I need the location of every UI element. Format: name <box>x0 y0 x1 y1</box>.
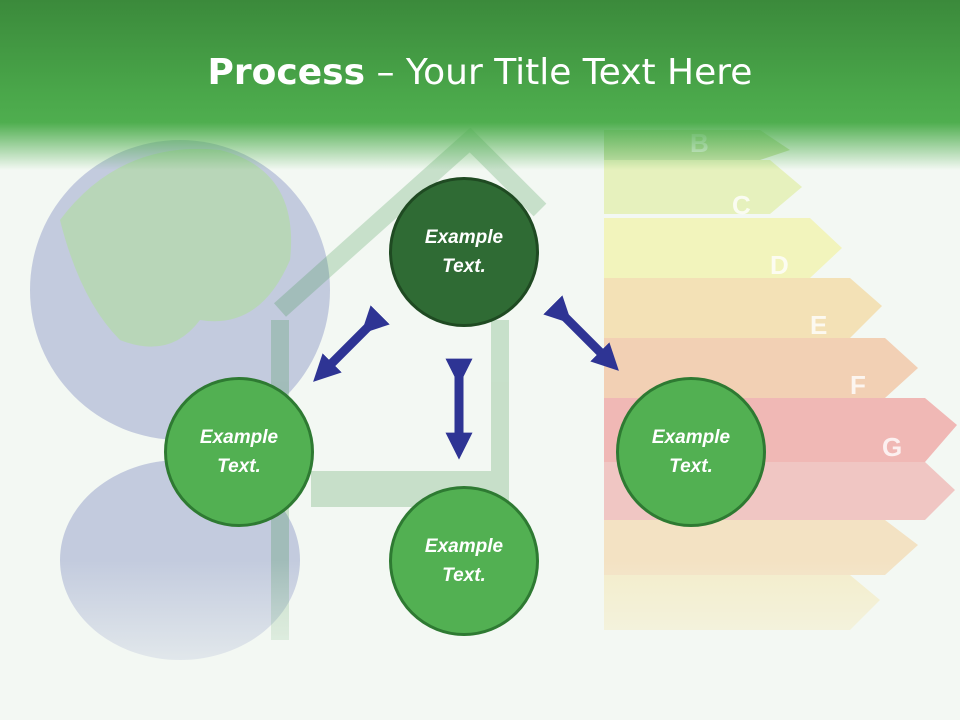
slide-title: Process – Your Title Text Here <box>0 52 960 93</box>
arrow-top-right <box>543 295 619 371</box>
title-bold: Process <box>207 52 366 93</box>
arrow-top-left <box>313 305 390 382</box>
node-bottom-line2: Text. <box>442 565 486 586</box>
node-left-line2: Text. <box>217 456 261 477</box>
node-right-line1: Example <box>651 427 731 448</box>
energy-label-c: C <box>732 190 751 220</box>
title-rest: – Your Title Text Here <box>365 52 753 93</box>
energy-label-f: F <box>850 370 866 400</box>
energy-label-g: G <box>882 432 902 462</box>
node-bottom-line1: Example <box>424 536 504 557</box>
energy-label-e: E <box>810 310 827 340</box>
title-band <box>0 0 960 170</box>
node-top-line1: Example <box>424 227 504 248</box>
node-left-line1: Example <box>199 427 279 448</box>
node-top-line2: Text. <box>442 256 486 277</box>
node-right-line2: Text. <box>669 456 713 477</box>
energy-label-d: D <box>770 250 789 280</box>
